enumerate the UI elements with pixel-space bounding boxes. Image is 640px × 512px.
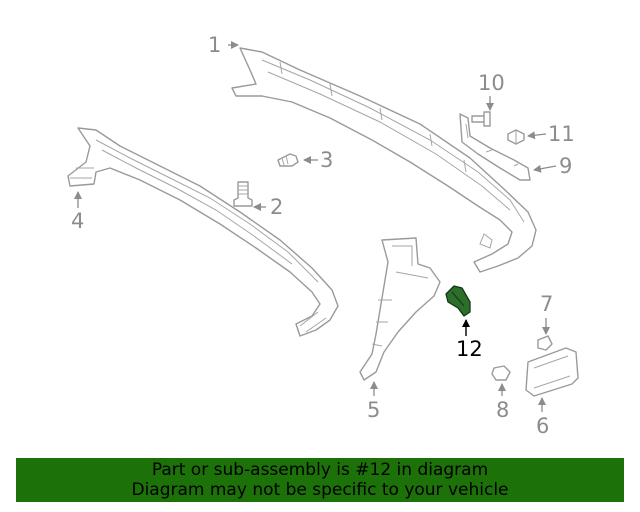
reinforcement-beam-part-4 — [67, 127, 339, 337]
banner-line-2: Diagram may not be specific to your vehi… — [131, 480, 509, 500]
side-bracket-part-5 — [359, 237, 441, 381]
callout-12: 12 — [456, 337, 483, 361]
callout-10: 10 — [478, 71, 505, 95]
trim-panel-part-6 — [525, 347, 579, 397]
callout-8: 8 — [496, 398, 509, 422]
callout-9: 9 — [559, 154, 572, 178]
push-clip-part-11 — [507, 129, 525, 145]
callout-3: 3 — [320, 148, 333, 172]
callout-2: 2 — [270, 195, 283, 219]
callout-1: 1 — [208, 33, 221, 57]
bolt-part-2 — [233, 181, 253, 207]
clip-part-7 — [537, 335, 553, 351]
callout-5: 5 — [367, 398, 380, 422]
callout-11: 11 — [548, 122, 575, 146]
parts-diagram: 1 2 3 4 5 6 7 8 9 10 11 12 — [67, 33, 579, 438]
bumper-cover-part-1 — [231, 47, 537, 273]
callout-7: 7 — [540, 292, 553, 316]
mounting-bracket-part-9 — [459, 113, 531, 181]
callout-6: 6 — [536, 414, 549, 438]
screw-part-10 — [471, 111, 491, 127]
info-banner: Part or sub-assembly is #12 in diagram D… — [16, 458, 624, 502]
nut-part-8 — [491, 365, 511, 381]
bolt-part-3 — [277, 153, 299, 167]
banner-line-1: Part or sub-assembly is #12 in diagram — [151, 460, 489, 480]
callout-4: 4 — [71, 209, 84, 233]
highlighted-part-12 — [445, 285, 471, 317]
